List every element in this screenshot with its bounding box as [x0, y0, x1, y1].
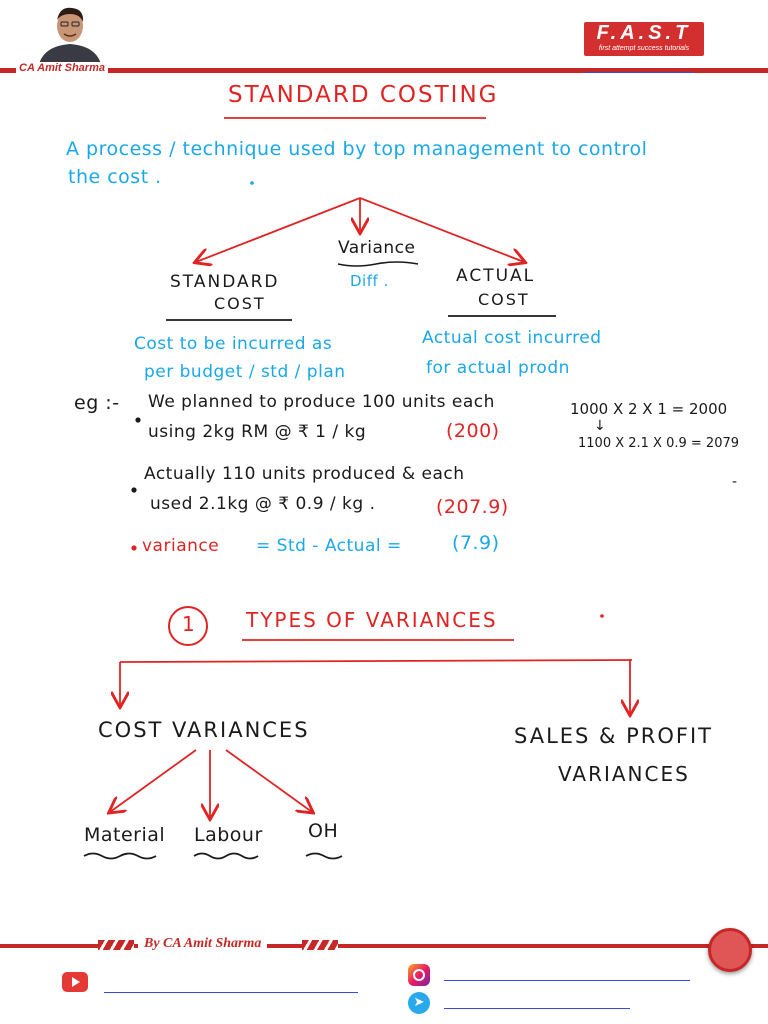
footer-stripes-right — [302, 940, 338, 950]
example-1-line-1: We planned to produce 100 units each — [148, 392, 495, 412]
example-2-line-2: used 2.1kg @ ₹ 0.9 / kg . — [150, 494, 376, 514]
example-3-label: variance — [142, 536, 220, 556]
logo-sub-text: first attempt success tutorials — [598, 45, 690, 52]
example-1-line-2: using 2kg RM @ ₹ 1 / kg — [148, 422, 367, 442]
standard-desc-line-1: Cost to be incurred as — [134, 334, 333, 354]
example-2-value: (207.9) — [436, 496, 509, 518]
actual-desc-line-1: Actual cost incurred — [422, 328, 602, 348]
calc-line-2: 1100 X 2.1 X 0.9 = 2079 — [578, 436, 740, 451]
instagram-icon[interactable] — [408, 964, 430, 986]
actual-cost-line-2: COST — [478, 290, 530, 309]
calc-dash: - — [732, 474, 738, 490]
sales-variances-line-2: VARIANCES — [558, 762, 690, 786]
definition-line-2: the cost . — [68, 166, 162, 188]
diff-label: Diff . — [350, 272, 389, 290]
definition-line-1: A process / technique used by top manage… — [66, 138, 648, 160]
header-rule — [0, 68, 768, 73]
example-1-value: (200) — [446, 420, 500, 442]
youtube-link[interactable] — [104, 992, 358, 993]
author-tag: CA Amit Sharma — [16, 62, 108, 74]
standard-cost-line-1: STANDARD — [170, 272, 280, 292]
section-heading: TYPES OF VARIANCES — [246, 608, 498, 632]
actual-desc-line-2: for actual prodn — [426, 358, 570, 378]
header-link[interactable] — [584, 72, 694, 73]
logo-main-text: F.A.S.T — [596, 22, 692, 44]
example-2-line-1: Actually 110 units produced & each — [144, 464, 465, 484]
fast-logo: F.A.S.T first attempt success tutorials — [584, 22, 704, 56]
labour-label: Labour — [194, 824, 263, 846]
cost-variances-label: COST VARIANCES — [98, 718, 310, 742]
calc-line-1: 1000 X 2 X 1 = 2000 — [570, 400, 728, 418]
standard-desc-line-2: per budget / std / plan — [144, 362, 346, 382]
page-title: STANDARD COSTING — [228, 82, 499, 108]
section-number: 1 — [182, 612, 196, 636]
oh-label: OH — [308, 820, 339, 842]
eg-label: eg :- — [74, 392, 120, 414]
actual-cost-line-1: ACTUAL — [456, 266, 536, 286]
material-label: Material — [84, 824, 166, 846]
telegram-link[interactable] — [444, 1008, 630, 1009]
footer-stripes-left — [98, 940, 134, 950]
standard-cost-line-2: COST — [214, 294, 266, 313]
example-3-value: (7.9) — [452, 532, 500, 554]
variance-label: Variance — [338, 238, 416, 258]
footer-author: By CA Amit Sharma — [138, 936, 268, 952]
calc-arrow: ↓ — [594, 418, 607, 434]
instagram-link[interactable] — [444, 980, 690, 981]
example-3-formula: = Std - Actual = — [256, 536, 402, 556]
footer-rule — [0, 944, 768, 948]
youtube-icon[interactable] — [62, 972, 88, 992]
page-badge — [708, 928, 752, 972]
sales-variances-line-1: SALES & PROFIT — [514, 724, 713, 748]
telegram-icon[interactable]: ➤ — [408, 992, 430, 1014]
